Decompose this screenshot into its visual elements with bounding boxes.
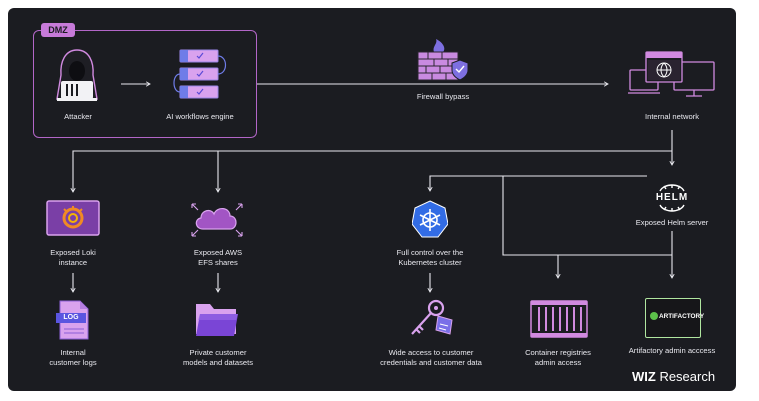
helm-label: Exposed Helm server (635, 218, 709, 227)
arrow-network-to-loki-efs (70, 150, 672, 193)
internal-network-label: Internal network (644, 112, 700, 121)
artifactory-icon: ARTIFACTORY (645, 298, 705, 338)
wiz-research-logo: WIZ Research (632, 369, 715, 384)
log-file-icon: LOG (56, 300, 92, 340)
dmz-zone (33, 30, 257, 138)
attacker-label: Attacker (64, 112, 92, 121)
artifactory-frog-icon (650, 312, 658, 320)
models-label: Private customer models and datasets (182, 348, 254, 367)
hooded-attacker-icon (56, 49, 98, 101)
folder-icon (196, 304, 238, 336)
research-brand: Research (655, 369, 716, 384)
credentials-label: Wide access to customer credentials and … (380, 348, 482, 367)
efs-label: Exposed AWS EFS shares (193, 248, 243, 267)
k8s-label: Full control over the Kubernetes cluster (396, 248, 464, 267)
container-registry-icon (530, 300, 588, 338)
firewall-icon (417, 39, 469, 81)
firewall-label: Firewall bypass (416, 92, 470, 101)
network-computers-icon (628, 51, 715, 97)
wiz-brand: WIZ (632, 369, 656, 384)
helm-logo-text: HELM (655, 192, 689, 203)
artifactory-logo-text: ARTIFACTORY (659, 313, 705, 320)
arrow-helm-to-k8s (427, 175, 647, 192)
ai-workflow-stack-icon (173, 49, 227, 99)
registries-label: Container registries admin access (525, 348, 591, 367)
arrow-branch-to-registries (502, 176, 672, 256)
artifactory-label: Artifactory admin acccess (628, 346, 716, 355)
keys-icon (411, 299, 453, 335)
log-file-text: LOG (63, 314, 79, 321)
dmz-label: DMZ (41, 23, 75, 37)
diagram-background (8, 8, 736, 391)
loki-label: Exposed Loki instance (50, 248, 96, 267)
grafana-loki-icon (46, 200, 100, 236)
logs-label: Internal customer logs (49, 348, 97, 367)
kubernetes-icon (412, 200, 448, 238)
helm-logo-icon: HELM (646, 184, 698, 212)
cloud-share-icon (191, 203, 243, 237)
ai-workflows-label: AI workflows engine (166, 112, 234, 121)
